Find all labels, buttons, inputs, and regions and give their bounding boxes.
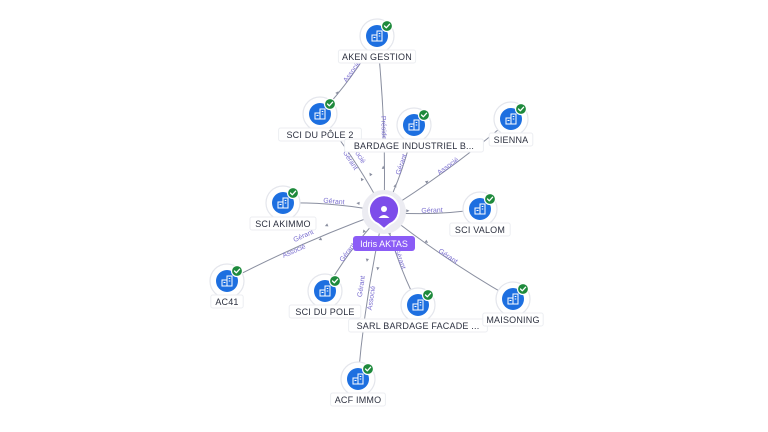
edge-label: Gérant [395, 153, 409, 176]
node-label-bg [249, 216, 317, 231]
person-icon [378, 206, 390, 218]
building-icon [314, 108, 326, 120]
node-label: ACF IMMO [335, 395, 382, 405]
verified-check-icon [328, 274, 342, 288]
node-label-bg [210, 294, 244, 309]
node-label-bg [278, 127, 362, 142]
node-label: MAISONING [486, 315, 539, 325]
center-node[interactable]: Idris AKTAS [353, 190, 415, 251]
edge-label: Gérant [292, 229, 314, 244]
entity-node-valom[interactable]: SCI VALOM [449, 191, 511, 237]
building-icon [408, 119, 420, 131]
node-label-bg [344, 138, 484, 153]
arrow-icon [381, 165, 385, 169]
arrow-icon [324, 223, 329, 227]
node-label: SCI AKIMMO [255, 219, 311, 229]
arrow-icon [376, 267, 380, 271]
entity-node-sarl[interactable]: SARL BARDAGE FACADE ... [348, 287, 488, 333]
verified-check-icon [516, 282, 530, 296]
edge-label: Gérant [357, 275, 367, 297]
verified-check-icon [483, 192, 497, 206]
building-icon [412, 299, 424, 311]
center-marker [368, 194, 400, 231]
entity-node-bardage[interactable]: BARDAGE INDUSTRIEL B... [344, 107, 484, 153]
node-label: SCI DU PÔLE 2 [286, 130, 353, 140]
arrow-icon [406, 209, 410, 213]
arrow-icon [335, 91, 339, 95]
building-icon [277, 197, 289, 209]
verified-check-icon [514, 102, 528, 116]
node-label: SARL BARDAGE FACADE ... [357, 321, 480, 331]
entity-node-akimmo[interactable]: SCI AKIMMO [249, 185, 317, 231]
verified-check-icon [421, 288, 435, 302]
node-label-bg [337, 49, 417, 64]
arrow-icon [424, 239, 429, 243]
edge-label: Gérant [437, 248, 459, 266]
node-label: SCI DU POLE [295, 307, 354, 317]
entity-node-scipole2[interactable]: SCI DU PÔLE 2 [278, 96, 362, 142]
verified-check-icon [361, 362, 375, 376]
edge-label: Associé [342, 60, 362, 84]
verified-check-icon [417, 108, 431, 122]
arrow-icon [356, 201, 360, 205]
building-icon [371, 30, 383, 42]
edge-label: Gérant [421, 207, 443, 215]
node-label-bg [449, 222, 511, 237]
entity-node-scipole[interactable]: SCI DU POLE [288, 273, 362, 319]
edge-label: Associé [436, 157, 460, 177]
node-label-bg [482, 312, 544, 327]
node-label: SCI VALOM [455, 225, 505, 235]
arrow-icon [318, 237, 323, 241]
verified-check-icon [286, 186, 300, 200]
node-label: AC41 [215, 297, 238, 307]
edge-label: Associé [367, 285, 378, 310]
edge-label: Gérant [393, 248, 407, 271]
verified-check-icon [323, 97, 337, 111]
arrow-icon [365, 258, 369, 262]
node-label: AKEN GESTION [342, 52, 412, 62]
node-label-bg [288, 304, 362, 319]
building-icon [505, 113, 517, 125]
building-icon [474, 203, 486, 215]
building-icon [319, 285, 331, 297]
entity-node-aken[interactable]: AKEN GESTION [337, 18, 417, 64]
building-icon [352, 373, 364, 385]
entity-node-acf[interactable]: ACF IMMO [330, 361, 386, 407]
verified-check-icon [230, 264, 244, 278]
entity-node-sienna[interactable]: SIENNA [488, 101, 534, 147]
edge-label: Associé [282, 243, 307, 259]
building-icon [221, 275, 233, 287]
arrow-icon [369, 172, 373, 177]
node-label-bg [488, 132, 534, 147]
entity-node-ac41[interactable]: AC41 [209, 263, 245, 309]
arrow-icon [393, 183, 397, 188]
verified-check-icon [380, 19, 394, 33]
node-label: SIENNA [494, 135, 529, 145]
arrow-icon [360, 177, 364, 182]
building-icon [507, 293, 519, 305]
arrow-icon [362, 229, 366, 234]
arrow-icon [424, 180, 429, 184]
center-label: Idris AKTAS [360, 239, 408, 249]
center-label-bg [353, 236, 415, 251]
node-label-bg [330, 392, 386, 407]
edge-label: Présidente [379, 116, 387, 150]
node-label: BARDAGE INDUSTRIEL B... [354, 141, 474, 151]
edge-label: Gérant [323, 198, 345, 207]
entity-node-maisoning[interactable]: MAISONING [482, 281, 544, 327]
